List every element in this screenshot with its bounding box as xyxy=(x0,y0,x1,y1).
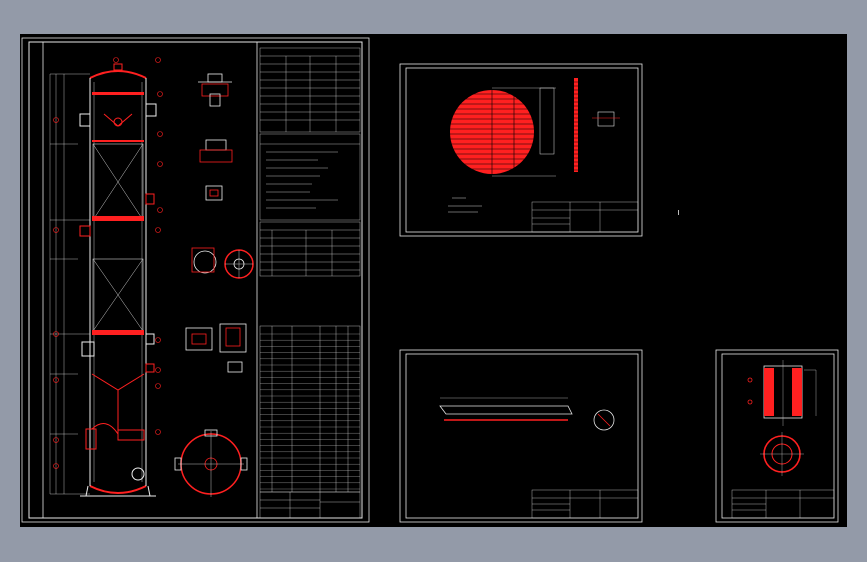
technical-requirements-box xyxy=(259,133,361,221)
dimension-lines xyxy=(49,73,90,495)
tray-plate-view xyxy=(450,87,556,177)
leader-callouts xyxy=(53,57,163,469)
flange-section-view xyxy=(747,360,817,426)
detail-views xyxy=(174,73,254,497)
sheet-tray-plan xyxy=(399,63,643,237)
sheet-main-assembly xyxy=(21,37,370,523)
parts-list-table xyxy=(259,325,361,493)
nozzle-table xyxy=(259,221,361,277)
title-block-weir xyxy=(531,489,639,519)
tower-vessel xyxy=(79,63,157,497)
tray-section-bar xyxy=(574,78,578,172)
crosshair-cursor xyxy=(678,210,679,215)
cad-linework xyxy=(21,37,839,523)
title-block-tray xyxy=(531,201,639,233)
design-data-table xyxy=(259,47,361,133)
sheet-weir-detail xyxy=(399,349,643,523)
flange-plan-view xyxy=(760,432,804,476)
tray-small-detail xyxy=(592,111,620,127)
title-block-flange xyxy=(731,489,835,519)
weir-plate-elevation xyxy=(439,397,615,431)
cad-drawing-canvas[interactable] xyxy=(20,34,847,527)
title-block-main xyxy=(259,491,361,519)
